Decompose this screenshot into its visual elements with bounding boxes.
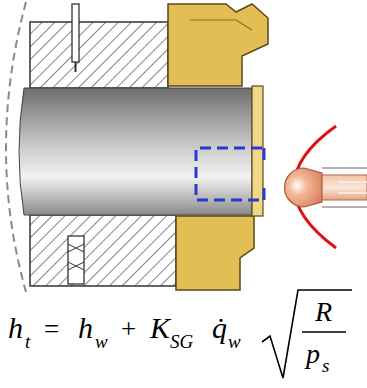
pin-tip [75, 62, 77, 72]
upper-housing [30, 22, 168, 88]
flange-edge [190, 20, 252, 30]
variable-symbol: h [8, 313, 23, 343]
pin [72, 4, 79, 62]
variable-symbol: p [306, 340, 320, 368]
subscript: SG [170, 332, 193, 351]
nozzle-bore [19, 88, 252, 215]
detail-region-edge [263, 148, 266, 200]
screw [68, 236, 84, 284]
variable-symbol: R [315, 298, 332, 326]
detail-region [196, 148, 262, 200]
exit-plate [252, 86, 263, 216]
probe-tube [318, 175, 367, 200]
fraction-bar [302, 331, 346, 332]
lower-housing [30, 215, 176, 286]
subscript: s [322, 356, 329, 375]
variable-symbol: h [78, 313, 93, 343]
lower-flange [176, 216, 254, 290]
operator: + [121, 316, 136, 343]
probe-nose [285, 168, 323, 207]
probe-wire [338, 182, 367, 193]
subscript: t [25, 332, 30, 351]
upper-flange [168, 4, 268, 86]
subscript: w [95, 332, 108, 351]
variable-symbol: K [150, 313, 170, 343]
square-root-sign [262, 290, 352, 378]
variable-symbol: q̇ [212, 313, 227, 343]
operator: = [44, 316, 59, 343]
subscript: w [228, 332, 241, 351]
screw-thread [68, 244, 84, 270]
